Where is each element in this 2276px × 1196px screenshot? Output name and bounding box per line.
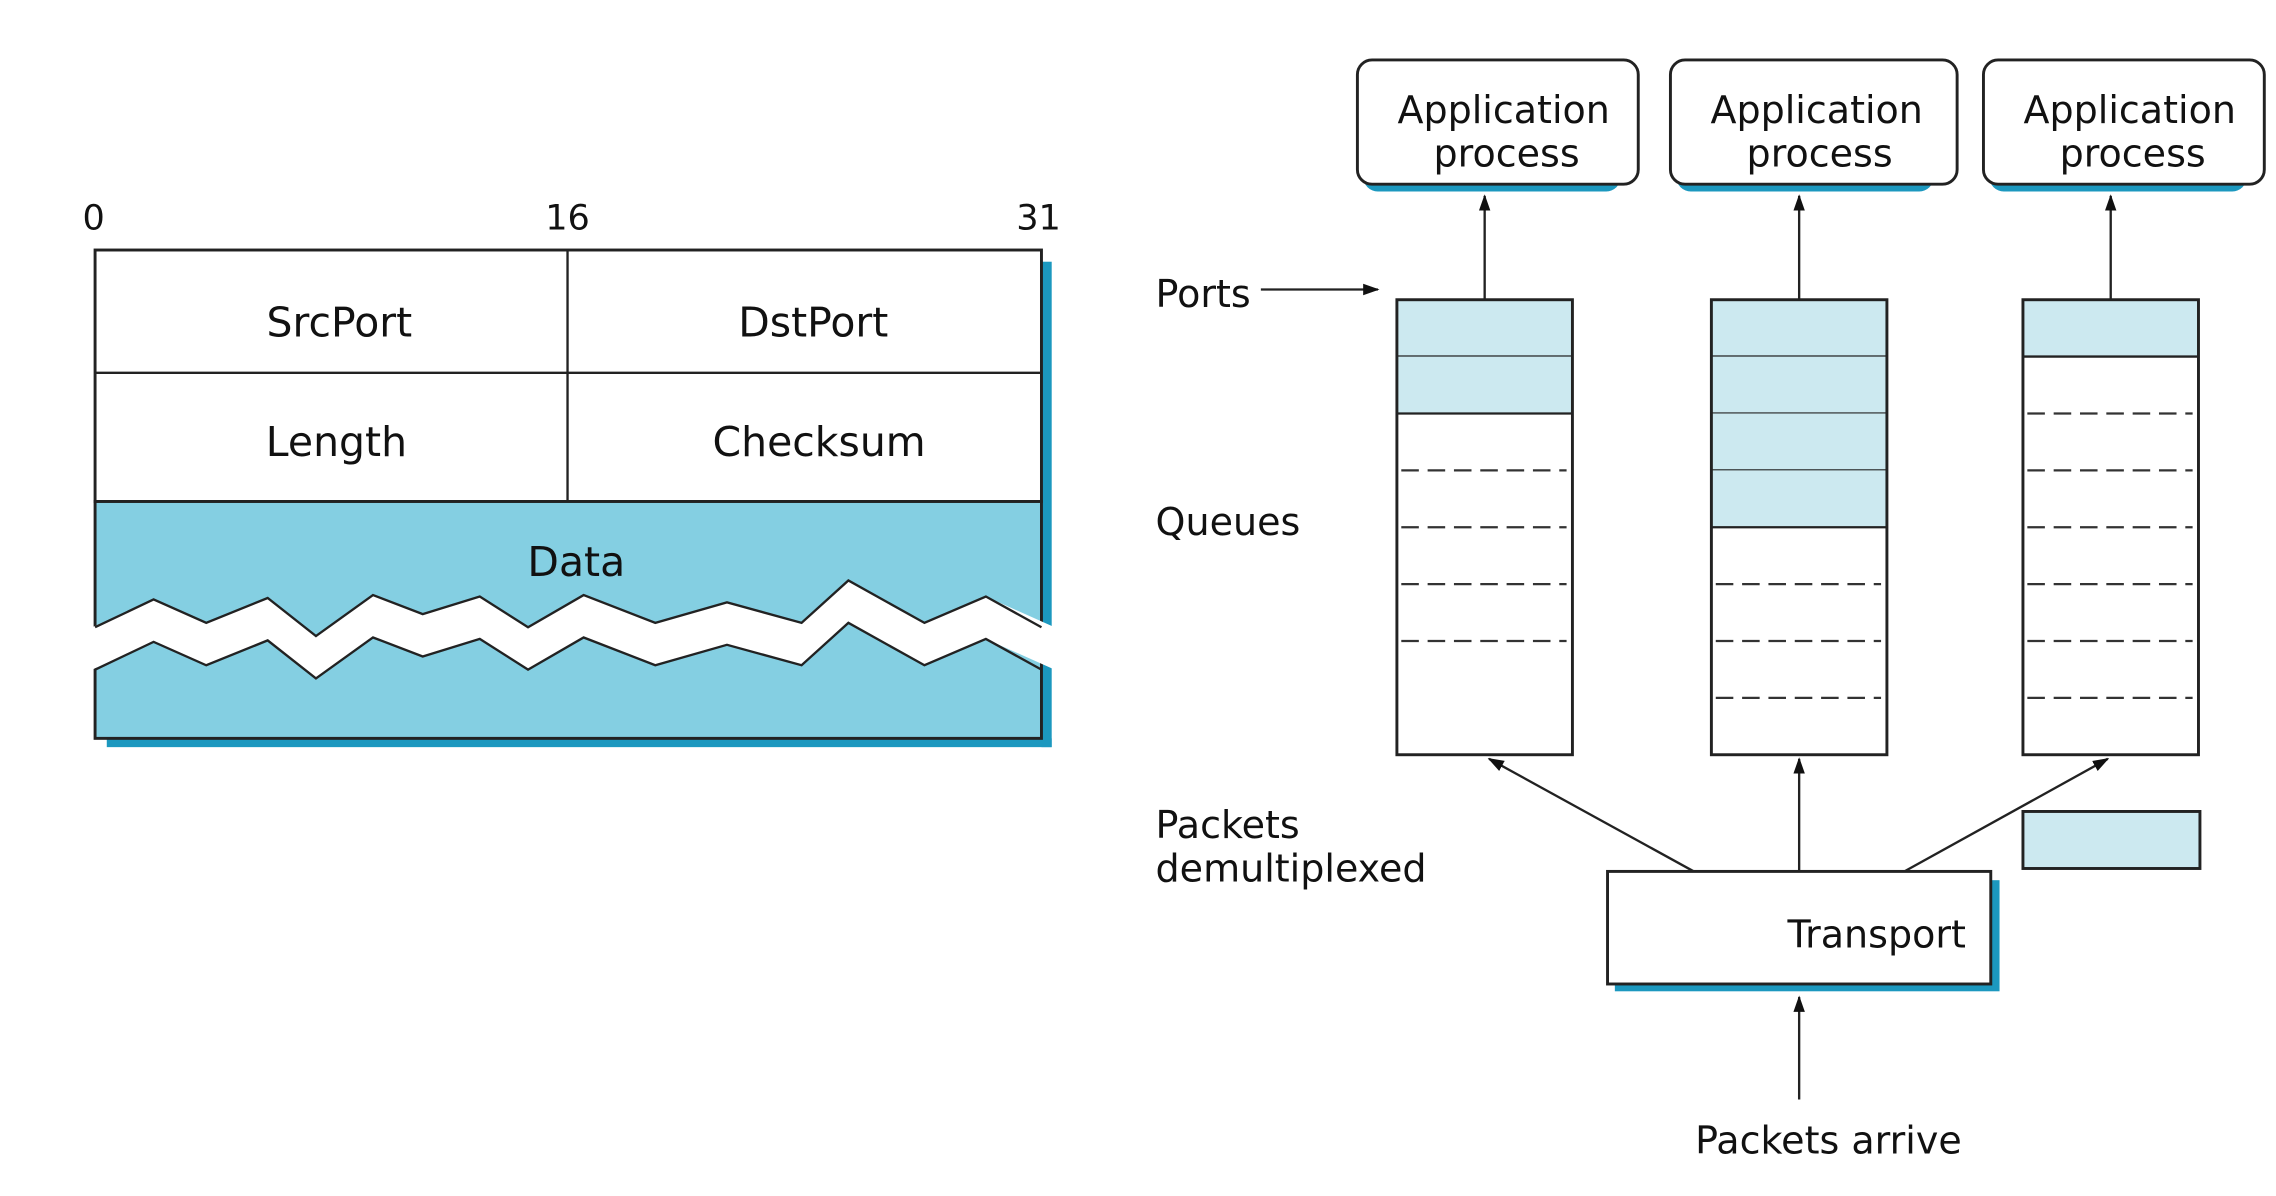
bit-label-31: 31: [1016, 198, 1061, 239]
app-process-label: process: [2060, 132, 2206, 176]
app-process-label: process: [1434, 132, 1580, 176]
app-process-3: Application process: [1981, 58, 2266, 192]
field-dstport: DstPort: [738, 298, 888, 346]
queue-2: [1709, 298, 1889, 757]
field-data: Data: [527, 538, 625, 586]
header-shadow-right: [1041, 261, 1052, 748]
label-ports: Ports: [1156, 272, 1251, 316]
app-process-label: Application: [1397, 88, 1609, 132]
queued-packet: [1711, 470, 1887, 528]
queue-outline: [1709, 298, 1889, 757]
label-queues: Queues: [1156, 500, 1301, 544]
header-shadow-bottom: [106, 738, 1052, 748]
field-checksum: Checksum: [713, 418, 926, 466]
app-process-box: [1981, 58, 2266, 186]
queue-1: [1395, 298, 1574, 757]
break-line-bottom: [94, 621, 1043, 680]
queued-packet: [1711, 413, 1887, 471]
queue-outline: [1395, 298, 1574, 757]
demux-diagram: Application process Application process …: [1156, 58, 2266, 1163]
label-demultiplexed: demultiplexed: [1156, 847, 1427, 891]
app-process-label: process: [1747, 132, 1893, 176]
label-packets: Packets: [1156, 803, 1300, 847]
queued-packet: [1396, 356, 1573, 414]
field-length: Length: [266, 418, 407, 466]
break-line-top: [94, 579, 1043, 638]
queued-packet: [1711, 299, 1887, 357]
queued-packet: [2022, 299, 2199, 357]
queue-3: [2021, 298, 2200, 757]
queued-packet: [1396, 299, 1573, 357]
queued-packet: [1711, 356, 1887, 414]
label-packets-arrive: Packets arrive: [1695, 1119, 1962, 1163]
label-transport: Transport: [1786, 912, 1965, 956]
bit-label-0: 0: [82, 198, 104, 239]
app-process-2: Application process: [1668, 58, 1959, 192]
app-process-box: [1668, 58, 1959, 186]
app-process-label: Application: [2023, 88, 2235, 132]
queues-group: [1395, 298, 2200, 757]
incoming-packet: [2021, 810, 2202, 870]
queue-outline: [2021, 298, 2200, 757]
app-process-label: Application: [1710, 88, 1922, 132]
udp-header-diagram: 0 16 31 SrcPort DstPort Length Checksum …: [82, 198, 1061, 748]
app-process-1: Application process: [1355, 58, 1640, 192]
transport-box: [1606, 869, 1993, 986]
bit-label-16: 16: [545, 198, 590, 239]
app-process-box: [1355, 58, 1640, 186]
arrow-demux-1: [1487, 757, 1695, 873]
field-srcport: SrcPort: [267, 298, 413, 346]
arrow-demux-3: [1903, 757, 2110, 873]
